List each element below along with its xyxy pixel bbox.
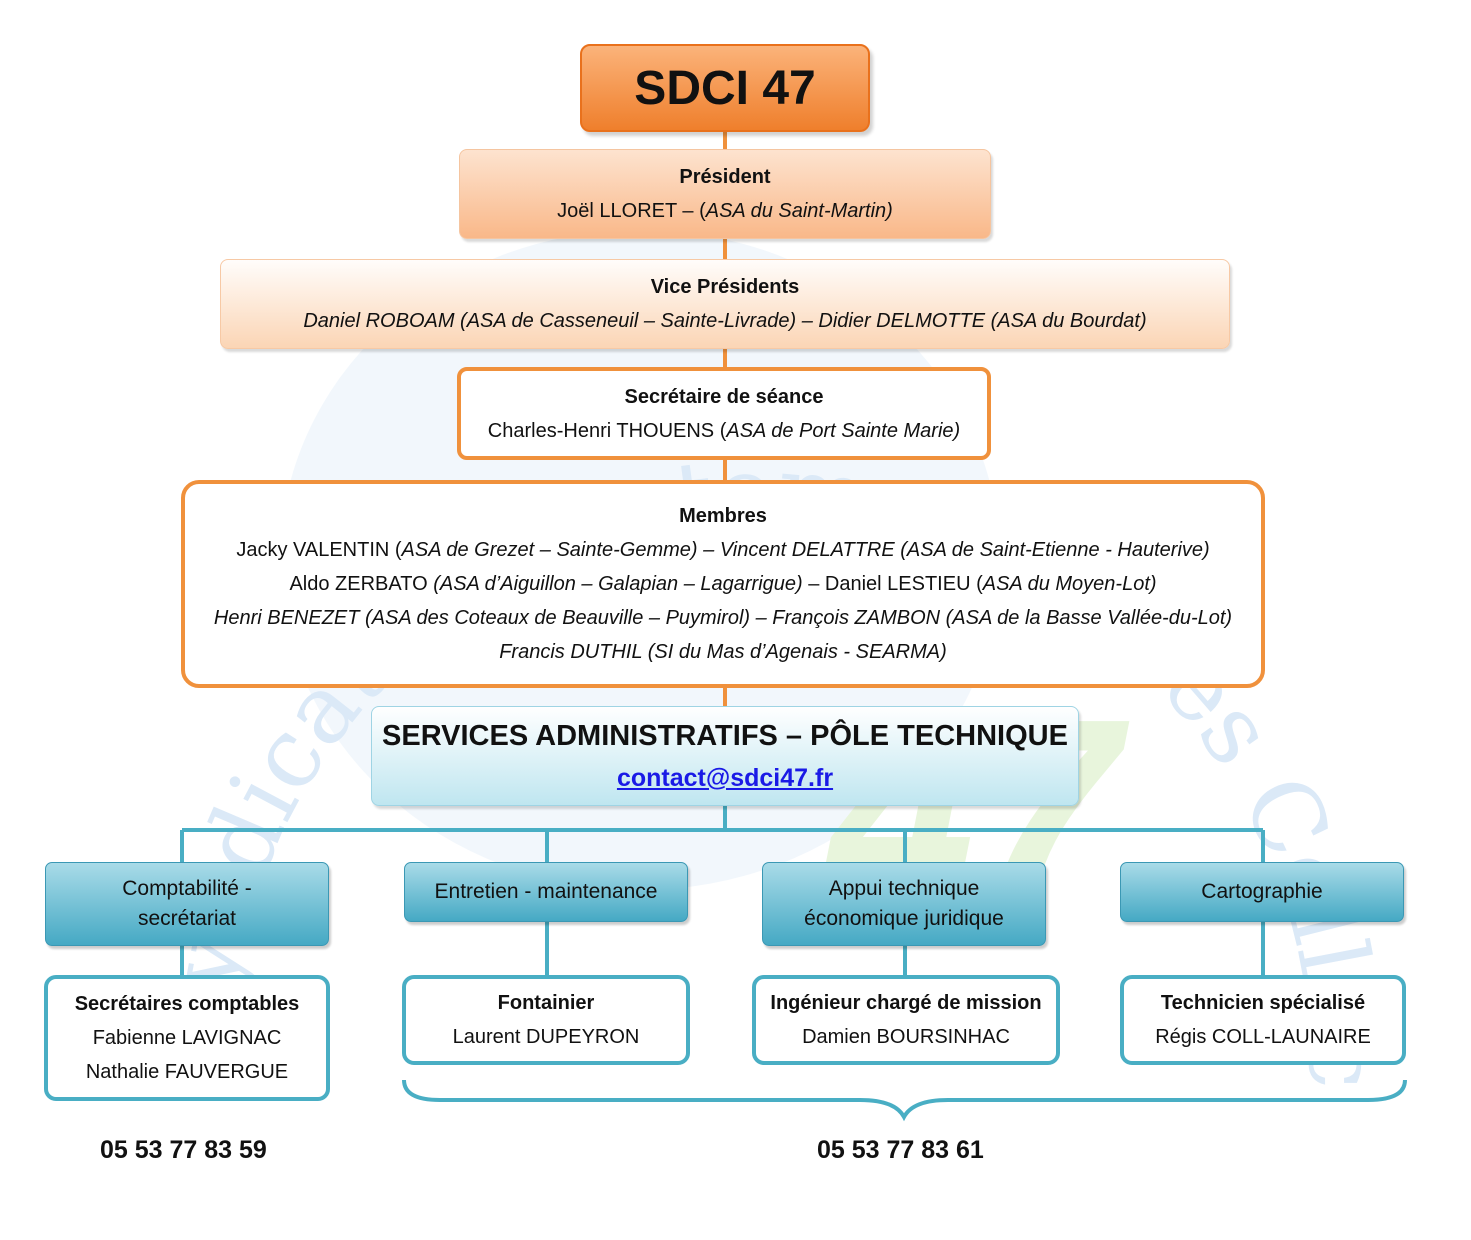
members-line-1-rest: ASA de Grezet – Sainte-Gemme) – Vincent … (401, 539, 1210, 561)
services-title: SERVICES ADMINISTRATIFS – PÔLE TECHNIQUE (382, 720, 1068, 752)
department-technical-support-label-2: économique juridique (804, 907, 1004, 930)
staff-accounting-name-2: Nathalie FAUVERGUE (85, 1061, 289, 1083)
staff-technician-box: Technicien spécialisé Régis COLL-LAUNAIR… (1120, 975, 1406, 1065)
department-accounting: Comptabilité - secrétariat (45, 862, 329, 946)
members-line-2-c: – Daniel LESTIEU ( (802, 573, 983, 595)
president-name: Joël LLORET – ( (557, 200, 706, 222)
department-technical-support: Appui technique économique juridique (762, 862, 1046, 946)
department-technical-support-label-1: Appui technique (828, 877, 980, 900)
staff-maintenance-name: Laurent DUPEYRON (452, 1026, 640, 1048)
root-box: SDCI 47 (580, 44, 870, 132)
staff-technician-role: Technicien spécialisé (1160, 992, 1366, 1014)
president-title: Président (679, 166, 771, 188)
services-box: SERVICES ADMINISTRATIFS – PÔLE TECHNIQUE… (371, 706, 1079, 806)
vice-presidents-title: Vice Présidents (650, 276, 800, 298)
staff-engineer-role: Ingénieur chargé de mission (770, 992, 1042, 1014)
members-line-2-b: (ASA d’Aiguillon – Galapian – Lagarrigue… (433, 573, 803, 595)
secretary-title: Secrétaire de séance (624, 385, 824, 408)
members-line-4: Francis DUTHIL (SI du Mas d’Agenais - SE… (499, 641, 947, 663)
phone-accounting: 05 53 77 83 59 (100, 1136, 267, 1164)
president-line: Joël LLORET – (ASA du Saint-Martin) (557, 194, 893, 228)
department-maintenance-label: Entretien - maintenance (434, 880, 658, 903)
president-box: Président Joël LLORET – (ASA du Saint-Ma… (459, 149, 991, 239)
department-cartography: Cartographie (1120, 862, 1404, 922)
staff-accounting-box: Secrétaires comptables Fabienne LAVIGNAC… (44, 975, 330, 1101)
staff-engineer-box: Ingénieur chargé de mission Damien BOURS… (752, 975, 1060, 1065)
secretary-line: Charles-Henri THOUENS (ASA de Port Saint… (488, 414, 960, 448)
members-line-2-a: Aldo ZERBATO (289, 573, 434, 595)
root-title: SDCI 47 (634, 61, 816, 115)
secretary-box: Secrétaire de séance Charles-Henri THOUE… (457, 367, 991, 460)
president-org: ASA du Saint-Martin) (705, 200, 893, 222)
members-title: Membres (679, 505, 767, 527)
department-accounting-label-1: Comptabilité - (122, 877, 252, 900)
members-line-2: Aldo ZERBATO (ASA d’Aiguillon – Galapian… (289, 567, 1156, 601)
staff-accounting-role: Secrétaires comptables (74, 993, 300, 1015)
staff-technician-name: Régis COLL-LAUNAIRE (1155, 1026, 1371, 1048)
staff-accounting-name-1: Fabienne LAVIGNAC (92, 1027, 282, 1049)
secretary-org: ASA de Port Sainte Marie) (726, 419, 961, 442)
members-box: Membres Jacky VALENTIN (ASA de Grezet – … (181, 480, 1265, 688)
members-line-1: Jacky VALENTIN (ASA de Grezet – Sainte-G… (236, 533, 1209, 567)
staff-maintenance-box: Fontainier Laurent DUPEYRON (402, 975, 690, 1065)
staff-maintenance-role: Fontainier (497, 992, 595, 1014)
members-line-2-d: ASA du Moyen-Lot) (982, 573, 1157, 595)
members-line-3: Henri BENEZET (ASA des Coteaux de Beauvi… (213, 607, 1233, 629)
teal-connectors (180, 805, 1407, 1122)
vice-presidents-line: Daniel ROBOAM (ASA de Casseneuil – Saint… (303, 310, 1147, 332)
staff-engineer-name: Damien BOURSINHAC (802, 1026, 1010, 1048)
phone-technical: 05 53 77 83 61 (817, 1136, 984, 1164)
contact-email-link[interactable]: contact@sdci47.fr (616, 764, 834, 792)
department-cartography-label: Cartographie (1201, 880, 1323, 903)
department-maintenance: Entretien - maintenance (404, 862, 688, 922)
department-accounting-label-2: secrétariat (137, 907, 237, 930)
members-line-1-name: Jacky VALENTIN ( (236, 539, 402, 561)
vice-presidents-box: Vice Présidents Daniel ROBOAM (ASA de Ca… (220, 259, 1230, 349)
secretary-name: Charles-Henri THOUENS ( (487, 419, 727, 442)
